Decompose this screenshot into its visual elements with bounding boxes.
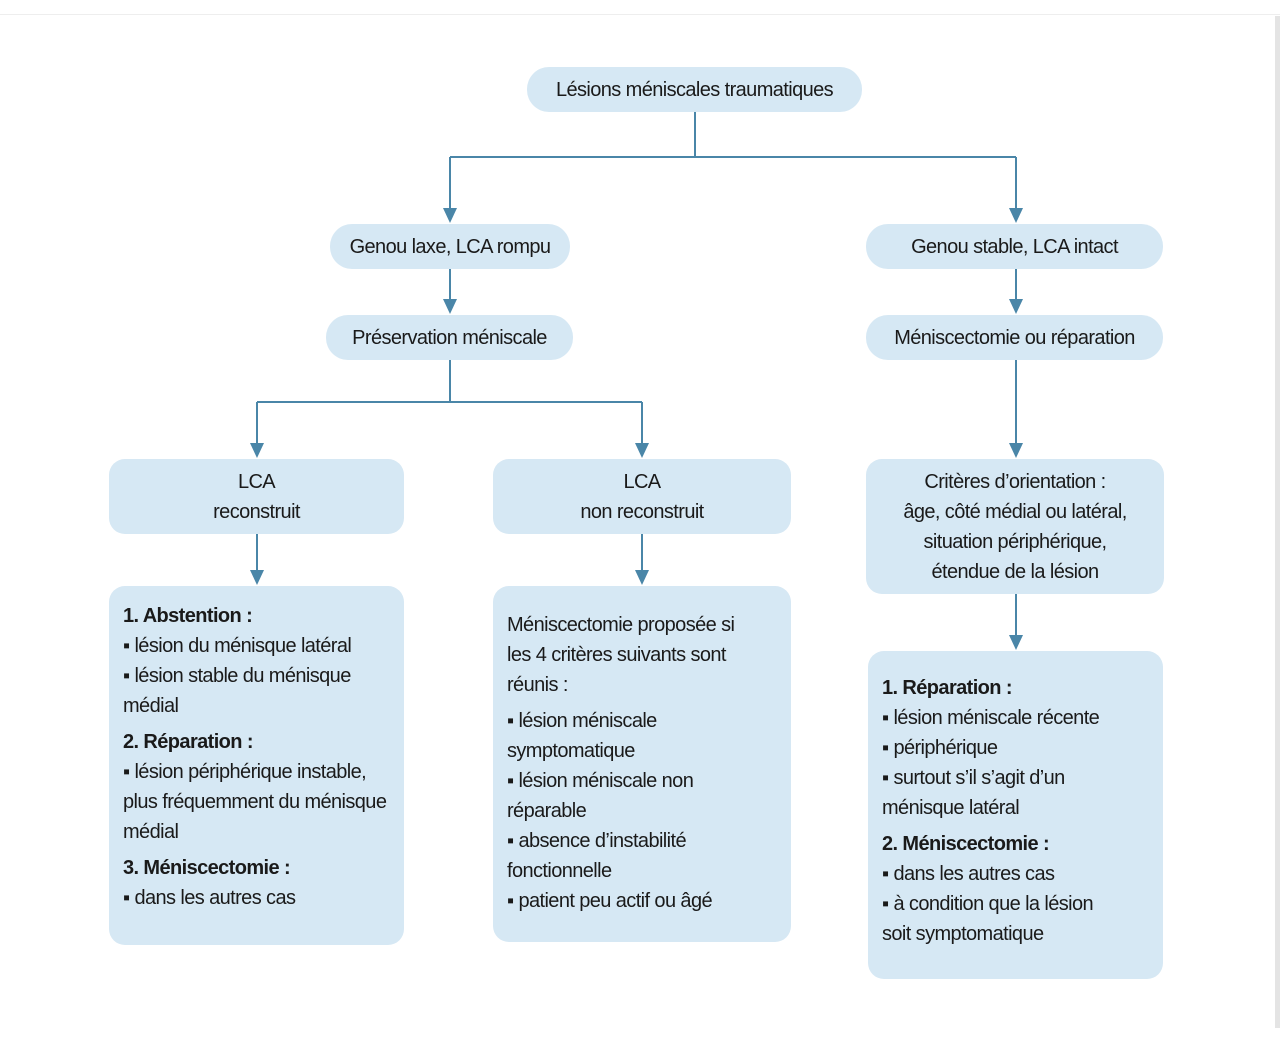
node-criteres-orientation: Critères d’orientation : âge, côté média… (866, 459, 1164, 594)
detail-section: 1. Abstention : lésion du ménisque latér… (123, 601, 390, 721)
detail-section: 3. Méniscectomie : dans les autres cas (123, 853, 390, 913)
bullet-item: périphérique (882, 733, 1149, 763)
section-heading: 2. Réparation : (123, 731, 254, 753)
detail-section: 2. Réparation : lésion périphérique inst… (123, 727, 390, 847)
node-root: Lésions méniscales traumatiques (527, 67, 862, 112)
node-label-line: LCA (623, 470, 661, 493)
arrowhead (250, 570, 264, 585)
node-label-line: LCA (237, 470, 276, 493)
bullet-item: lésion du ménisque latéral (123, 631, 390, 661)
node-lca-reconstruit: LCA reconstruit (109, 459, 404, 534)
node-genou-stable: Genou stable, LCA intact (866, 224, 1163, 269)
bullet-item: lésion périphérique instable, plus fréqu… (123, 757, 390, 847)
arrowhead (635, 570, 649, 585)
arrowhead (443, 208, 457, 223)
arrowhead (1009, 443, 1023, 458)
arrowhead (250, 443, 264, 458)
node-label: Lésions méniscales traumatiques (555, 78, 834, 101)
node-label-line: reconstruit (213, 500, 300, 523)
bullet-item: lésion méniscale symptomatique (507, 706, 777, 766)
connector-root-split (450, 112, 1016, 158)
arrowhead (1009, 299, 1023, 314)
connector-left-split (257, 360, 642, 403)
bullet-item: lésion méniscale récente (882, 703, 1149, 733)
node-label: Genou laxe, LCA rompu (349, 235, 551, 258)
arrowhead (1009, 208, 1023, 223)
arrowhead (443, 299, 457, 314)
top-border (0, 14, 1280, 15)
bullet-item: surtout s’il s’agit d’un ménisque latéra… (882, 763, 1149, 823)
scrollbar[interactable] (1275, 16, 1280, 1028)
node-label-line: Critères d’orientation : (924, 470, 1106, 493)
section-heading: 2. Méniscectomie : (882, 833, 1050, 855)
arrowhead (1009, 635, 1023, 650)
detail-intro: Méniscectomie proposée si les 4 critères… (507, 614, 735, 696)
node-label-line: âge, côté médial ou latéral, (903, 500, 1127, 523)
arrowhead (635, 443, 649, 458)
node-meniscectomie-ou-reparation: Méniscectomie ou réparation (866, 315, 1163, 360)
node-genou-laxe: Genou laxe, LCA rompu (330, 224, 570, 269)
detail-section: 1. Réparation : lésion méniscale récente… (882, 673, 1149, 823)
node-label: Genou stable, LCA intact (911, 235, 1118, 258)
node-label: Méniscectomie ou réparation (894, 326, 1135, 349)
detail-lca-reconstruit: 1. Abstention : lésion du ménisque latér… (109, 586, 404, 945)
detail-lca-non-reconstruit: Méniscectomie proposée si les 4 critères… (493, 586, 791, 942)
bullet-item: patient peu actif ou âgé (507, 886, 777, 916)
node-label-line: étendue de la lésion (931, 560, 1099, 583)
node-lca-non-reconstruit: LCA non reconstruit (493, 459, 791, 534)
bullet-item: absence d’instabilité fonctionnelle (507, 826, 777, 886)
node-label-line: situation périphérique, (923, 530, 1108, 553)
bullet-item: dans les autres cas (123, 883, 390, 913)
section-heading: 1. Réparation : (882, 677, 1013, 699)
bullet-item: lésion stable du ménisque médial (123, 661, 390, 721)
bullet-item: lésion méniscale non réparable (507, 766, 777, 826)
bullet-item: dans les autres cas (882, 859, 1149, 889)
bullet-item: à condition que la lésion soit symptomat… (882, 889, 1149, 949)
node-label-line: non reconstruit (580, 500, 704, 523)
node-preservation-meniscale: Préservation méniscale (326, 315, 573, 360)
detail-genou-stable: 1. Réparation : lésion méniscale récente… (868, 651, 1163, 979)
node-label: Préservation méniscale (352, 326, 547, 349)
section-heading: 3. Méniscectomie : (123, 857, 291, 879)
detail-section: 2. Méniscectomie : dans les autres cas à… (882, 829, 1149, 949)
section-heading: 1. Abstention : (123, 605, 253, 627)
